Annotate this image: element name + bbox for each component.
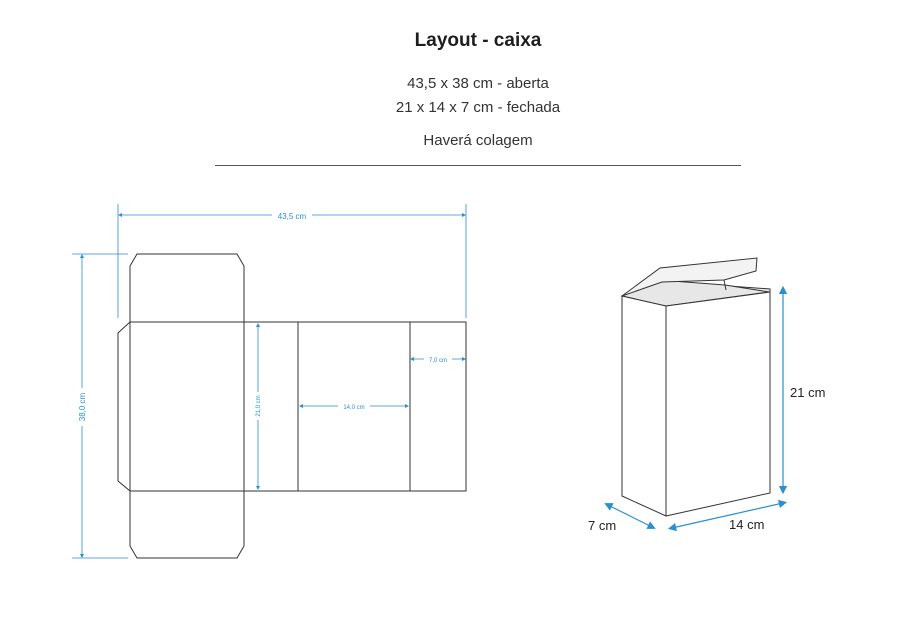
- glue-flap: [117, 321, 131, 492]
- dim-label-depth: 7,0 cm: [429, 358, 447, 364]
- flat-dimensions: [72, 204, 467, 559]
- page-title: Layout - caixa: [414, 30, 542, 51]
- dim-label-width: 43,5 cm: [278, 212, 307, 221]
- closed-size-text: 21 x 14 x 7 cm - fechada: [395, 99, 561, 116]
- front-panel: [129, 321, 245, 492]
- dim-label-height: 38,0 cm: [78, 392, 87, 421]
- box-dim-line-depth: [604, 503, 656, 529]
- top-flap: [129, 253, 245, 322]
- dim-label-panel-width: 14,0 cm: [343, 405, 364, 411]
- box-dim-line-width: [667, 499, 788, 532]
- open-size-text: 43,5 x 38 cm - aberta: [407, 75, 549, 92]
- box-side-face: [621, 295, 667, 517]
- box-label-height: 21 cm: [790, 385, 825, 400]
- side-panel-left: [243, 321, 299, 492]
- bottom-flap: [129, 491, 245, 559]
- side-panel-right: [409, 321, 467, 492]
- dim-label-panel-height: 21,0 cm: [256, 395, 262, 416]
- box-3d: [620, 257, 771, 517]
- box-front-face: [665, 291, 771, 517]
- box-dimensions: [604, 285, 788, 532]
- box-lid: [621, 257, 758, 297]
- flat-dieline: [117, 253, 467, 559]
- header-divider: [215, 165, 741, 166]
- box-label-width: 14 cm: [729, 517, 764, 532]
- box-label-depth: 7 cm: [588, 518, 616, 533]
- gluing-note: Haverá colagem: [423, 132, 533, 149]
